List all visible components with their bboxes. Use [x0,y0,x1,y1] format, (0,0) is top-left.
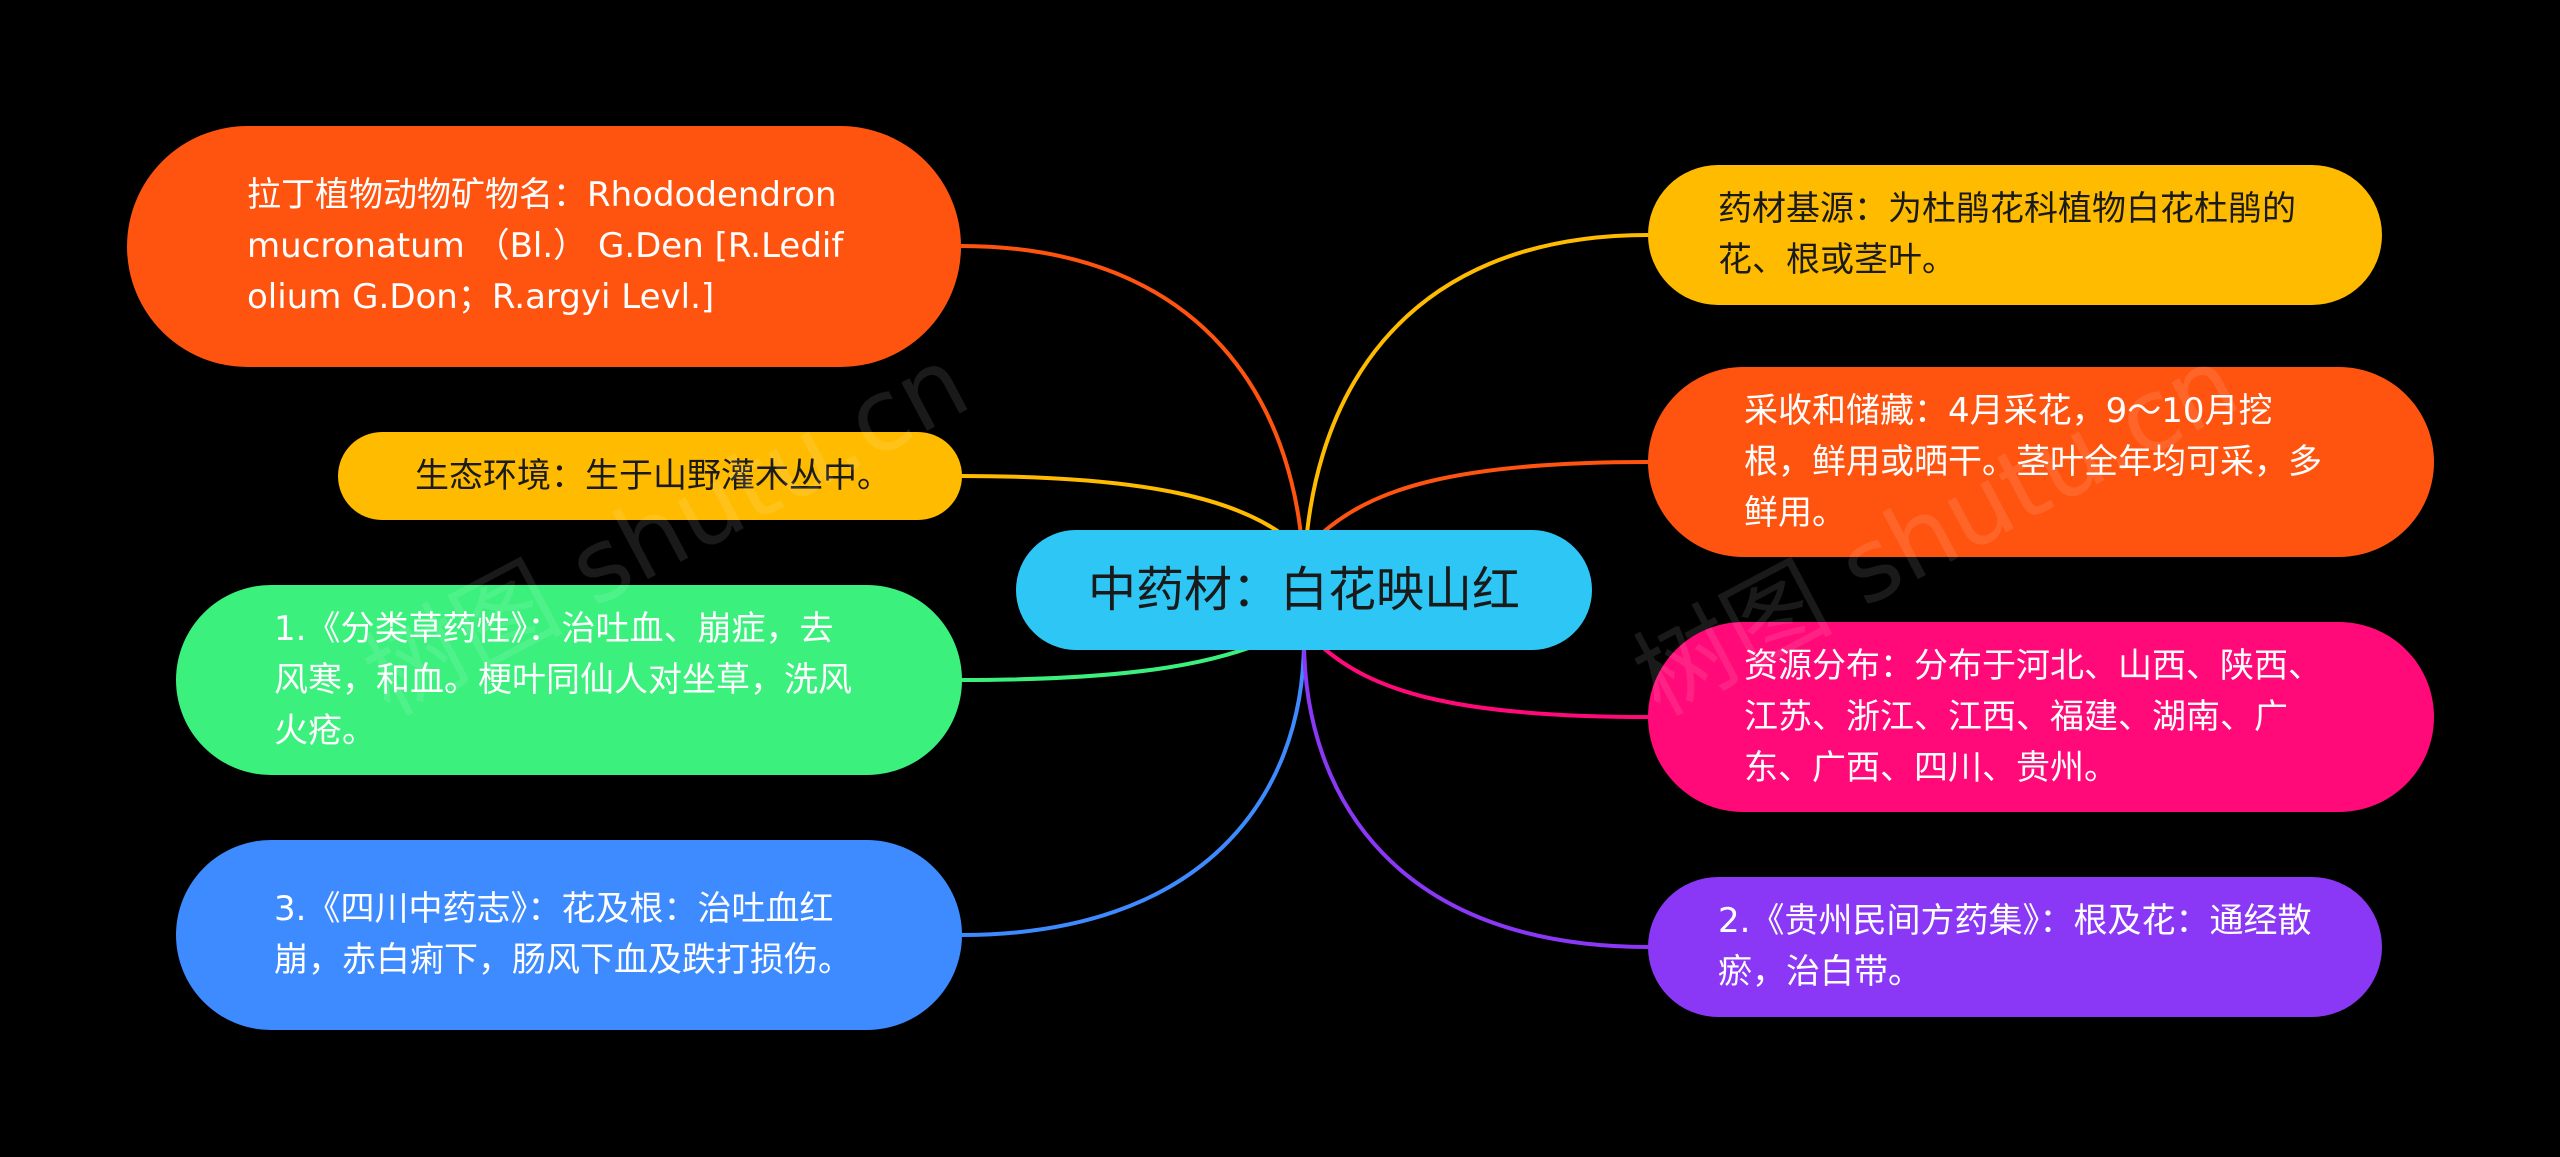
link-harvest [1318,460,1649,537]
topic-latin-name[interactable]: 拉丁植物动物矿物名：Rhododendron mucronatum （Bl.） … [127,126,961,367]
topic-harvest-storage[interactable]: 采收和储藏：4月采花，9～10月挖根，鲜用或晒干。茎叶全年均可采，多鲜用。 [1648,367,2434,557]
topic-harvest-storage-text: 采收和储藏：4月采花，9～10月挖根，鲜用或晒干。茎叶全年均可采，多鲜用。 [1744,390,2322,533]
topic-sichuan-materia-medica[interactable]: 3.《四川中药志》：花及根：治吐血红崩，赤白痢下，肠风下血及跌打损伤。 [176,840,962,1030]
central-topic[interactable]: 中药材：白花映山红 [1016,530,1592,650]
topic-material-source-text: 药材基源：为杜鹃花科植物白花杜鹃的花、根或茎叶。 [1718,189,2296,280]
link-distribution [1318,643,1649,719]
topic-classification-herbal[interactable]: 1.《分类草药性》：治吐血、崩症，去风寒，和血。梗叶同仙人对坐草，洗风火疮。 [176,585,962,775]
topic-ecology-text: 生态环境：生于山野灌木丛中。 [415,455,891,496]
topic-distribution-text: 资源分布：分布于河北、山西、陕西、江苏、浙江、江西、福建、湖南、广东、广西、四川… [1744,645,2322,788]
link-guizhou [1302,639,1649,949]
topic-distribution[interactable]: 资源分布：分布于河北、山西、陕西、江苏、浙江、江西、福建、湖南、广东、广西、四川… [1648,622,2434,812]
link-sichuan [960,639,1306,937]
topic-sichuan-materia-medica-text: 3.《四川中药志》：花及根：治吐血红崩，赤白痢下，肠风下血及跌打损伤。 [274,889,852,980]
central-topic-label: 中药材：白花映山红 [1087,562,1520,618]
topic-latin-name-text: 拉丁植物动物矿物名：Rhododendron mucronatum （Bl.） … [247,175,844,317]
topic-material-source[interactable]: 药材基源：为杜鹃花科植物白花杜鹃的花、根或茎叶。 [1648,165,2382,305]
topic-guizhou-folk-remedies-text: 2.《贵州民间方药集》：根及花：通经散瘀，治白带。 [1718,901,2312,992]
link-eco [960,474,1292,542]
link-latin [960,244,1306,591]
link-source [1302,233,1649,591]
topic-ecology[interactable]: 生态环境：生于山野灌木丛中。 [338,432,962,520]
topic-guizhou-folk-remedies[interactable]: 2.《贵州民间方药集》：根及花：通经散瘀，治白带。 [1648,877,2382,1017]
topic-classification-herbal-text: 1.《分类草药性》：治吐血、崩症，去风寒，和血。梗叶同仙人对坐草，洗风火疮。 [274,608,852,751]
